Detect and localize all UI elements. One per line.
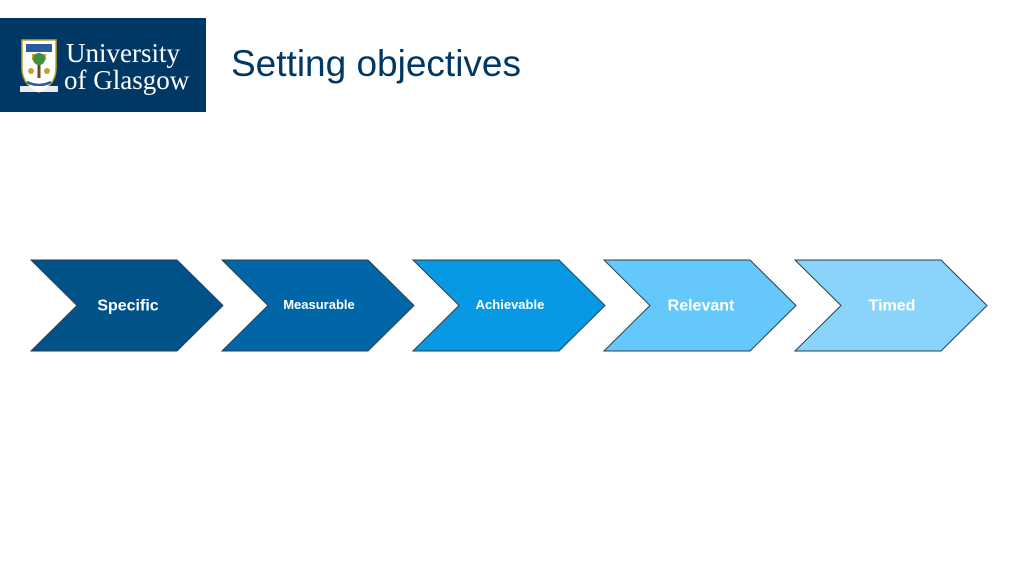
logo-text-line1: University	[66, 38, 180, 68]
chevron-shape-3	[411, 259, 606, 352]
university-logo: University of Glasgow	[0, 18, 206, 112]
chevron-shape-1	[29, 259, 224, 352]
process-step-3: Achievable	[411, 259, 606, 352]
chevron-shape-4	[602, 259, 797, 352]
chevron-label-4: Relevant	[668, 298, 735, 315]
page-title: Setting objectives	[231, 43, 522, 84]
process-step-4: Relevant	[602, 259, 797, 352]
chevron-label-1: Specific	[97, 298, 158, 315]
chevron-label-5: Timed	[869, 298, 916, 315]
process-step-2: Measurable	[220, 259, 415, 352]
logo-text-line2: of Glasgow	[64, 65, 190, 95]
university-crest-icon	[20, 39, 58, 93]
chevron-shape-5	[793, 259, 988, 352]
chevron-label-2: Measurable	[283, 297, 355, 312]
process-step-5: Timed	[793, 259, 988, 352]
process-step-1: Specific	[29, 259, 224, 352]
chevron-label-3: Achievable	[476, 297, 545, 312]
chevron-shape-2	[220, 259, 415, 352]
